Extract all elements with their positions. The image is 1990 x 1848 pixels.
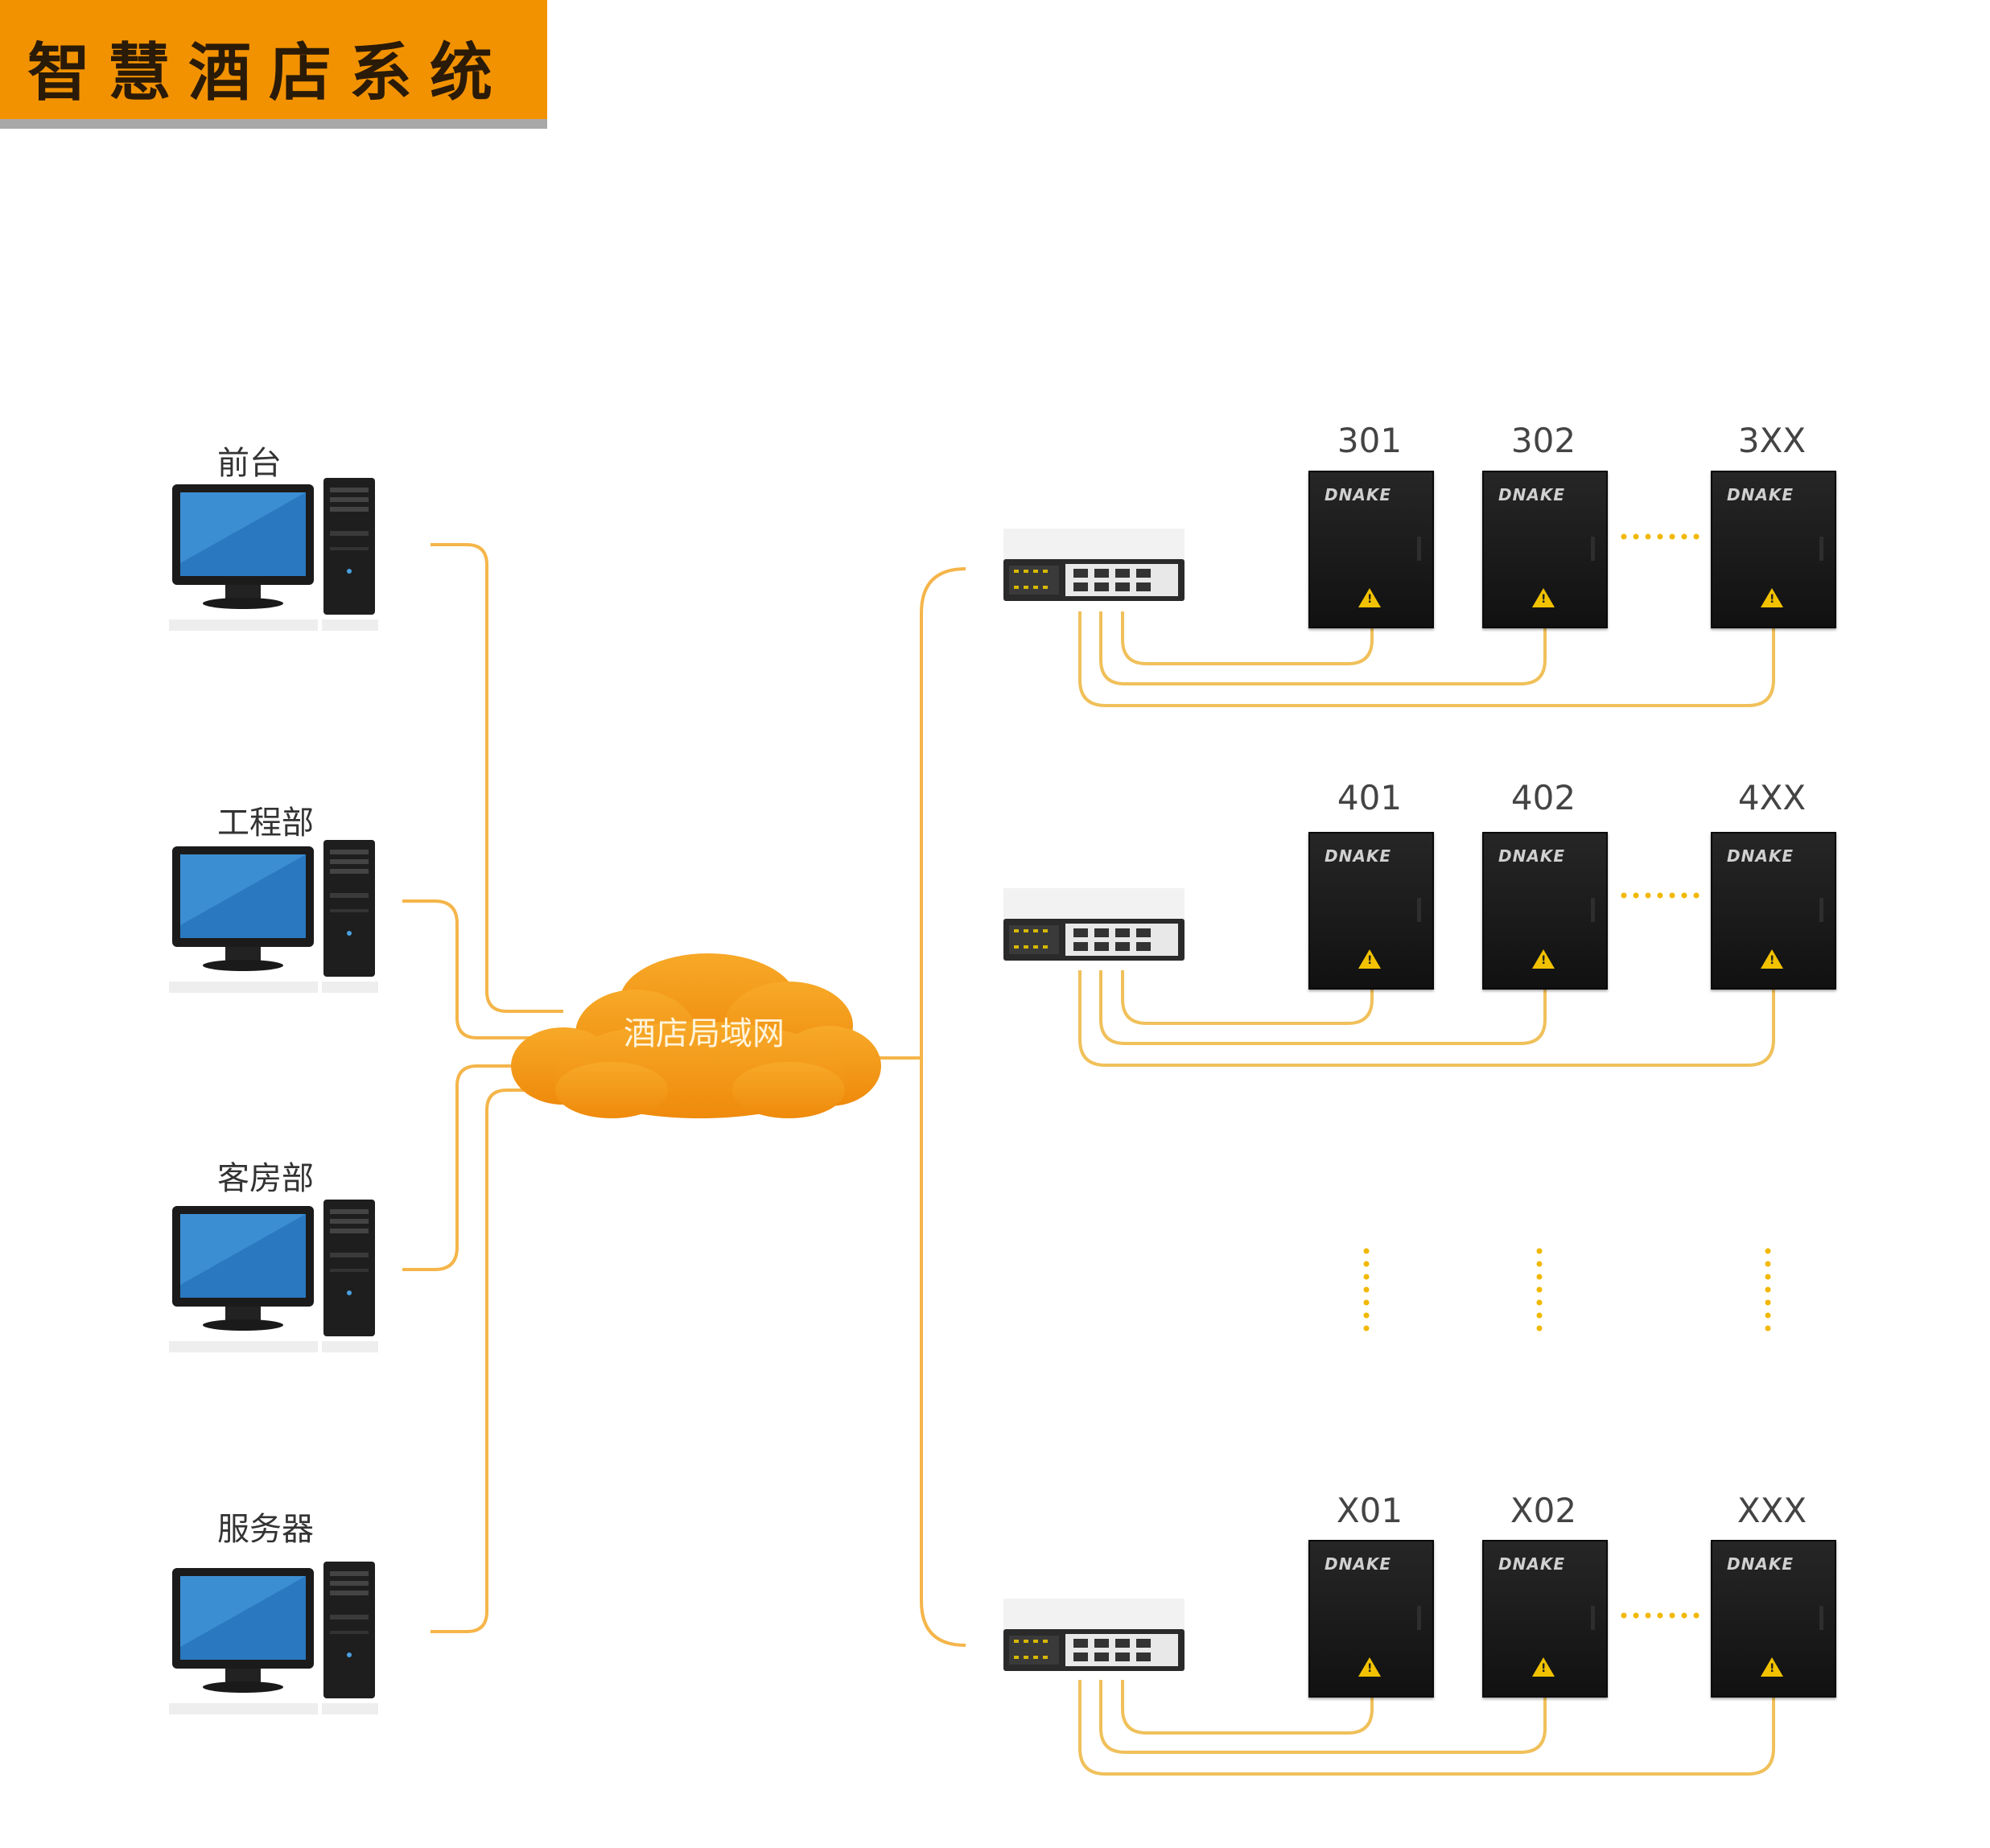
panel-brand-logo: DNAKE [1325,1554,1391,1574]
horizontal-ellipsis-dots [1621,533,1700,1619]
room-label: X02 [1510,1491,1577,1530]
cloud-shape [511,953,881,1118]
room-controller-panel: DNAKE! [1482,471,1608,628]
panel-brand-logo: DNAKE [1498,485,1565,504]
dept-label-server: 服务器 [217,1511,314,1548]
network-switch-icon [1003,1599,1185,1671]
computer-icon [169,1562,378,1714]
link-trunk-vertical [920,567,966,1647]
computer-icon [169,1200,378,1352]
vertical-ellipsis-dots [1363,1248,1771,1331]
link-engineering [402,899,547,1039]
room-label: 302 [1510,421,1576,460]
panel-brand-logo: DNAKE [1498,1554,1565,1574]
warning-icon: ! [1761,949,1783,969]
panel-brand-logo: DNAKE [1498,846,1565,866]
title-banner [0,0,547,129]
warning-icon: ! [1358,949,1381,969]
dept-label-engineering: 工程部 [217,805,314,842]
dept-label-housekeeping: 客房部 [217,1160,314,1197]
link-front-desk [431,543,563,1013]
room-label: 401 [1337,778,1403,817]
room-label: 3XX [1737,421,1807,460]
room-controller-panel: DNAKE! [1308,471,1434,628]
room-controller-panel: DNAKE! [1711,832,1836,990]
room-controller-panel: DNAKE! [1308,1540,1434,1698]
warning-icon: ! [1761,588,1783,607]
page-title: 智慧酒店系统 [27,37,511,109]
computer-icon [169,840,378,993]
warning-icon: ! [1532,949,1555,969]
panel-brand-logo: DNAKE [1727,485,1794,504]
dept-label-front-desk: 前台 [217,445,282,482]
room-controller-panel: DNAKE! [1308,832,1434,990]
room-controller-panel: DNAKE! [1711,1540,1836,1698]
panel-brand-logo: DNAKE [1325,485,1391,504]
link-housekeeping [402,1064,547,1271]
room-label: 402 [1510,778,1576,817]
panel-brand-logo: DNAKE [1727,1554,1794,1574]
room-label: 301 [1337,421,1403,460]
room-label: XXX [1737,1491,1807,1530]
room-controller-panel: DNAKE! [1482,832,1608,990]
warning-icon: ! [1532,1657,1555,1677]
warning-icon: ! [1532,588,1555,607]
room-controller-panel: DNAKE! [1711,471,1836,628]
computer-icon [169,478,378,631]
room-label: 4XX [1737,778,1807,817]
network-label: 酒店局域网 [624,1015,785,1052]
network-switch-icon [1003,888,1185,961]
warning-icon: ! [1358,588,1381,607]
panel-brand-logo: DNAKE [1727,846,1794,866]
warning-icon: ! [1358,1657,1381,1677]
link-server [431,1089,563,1633]
panel-brand-logo: DNAKE [1325,846,1391,866]
room-controller-panel: DNAKE! [1482,1540,1608,1698]
room-label: X01 [1336,1491,1403,1530]
network-switch-icon [1003,529,1185,601]
warning-icon: ! [1761,1657,1783,1677]
